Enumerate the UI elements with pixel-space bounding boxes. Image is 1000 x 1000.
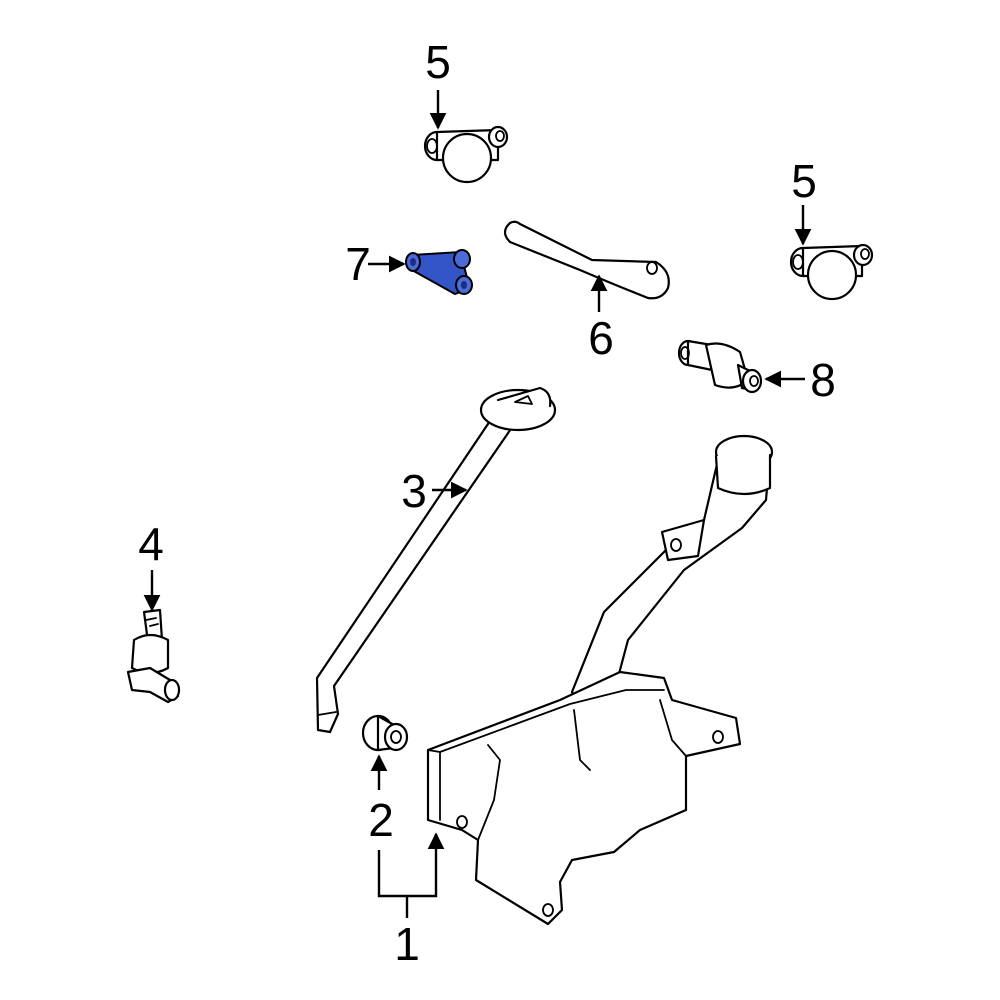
callout-1: 1 — [394, 918, 420, 970]
callout-8: 8 — [810, 354, 836, 406]
part-8-valve[interactable] — [677, 339, 763, 394]
part-4-pump[interactable] — [126, 608, 181, 704]
part-5-right[interactable] — [789, 243, 874, 301]
part-5-top[interactable] — [423, 125, 509, 184]
callout-2: 2 — [368, 794, 394, 846]
callout-6: 6 — [588, 312, 614, 364]
callout-7: 7 — [345, 238, 371, 290]
callout-5-top: 5 — [425, 36, 451, 88]
part-7-connector[interactable] — [405, 249, 473, 296]
part-2-grommet[interactable] — [361, 714, 409, 752]
callout-5-right: 5 — [791, 155, 817, 207]
part-3-filler-tube[interactable] — [315, 386, 557, 734]
callout-3: 3 — [401, 465, 427, 517]
part-1-reservoir[interactable] — [426, 434, 774, 926]
callout-4: 4 — [138, 518, 164, 570]
part-6-hose[interactable] — [503, 220, 670, 300]
